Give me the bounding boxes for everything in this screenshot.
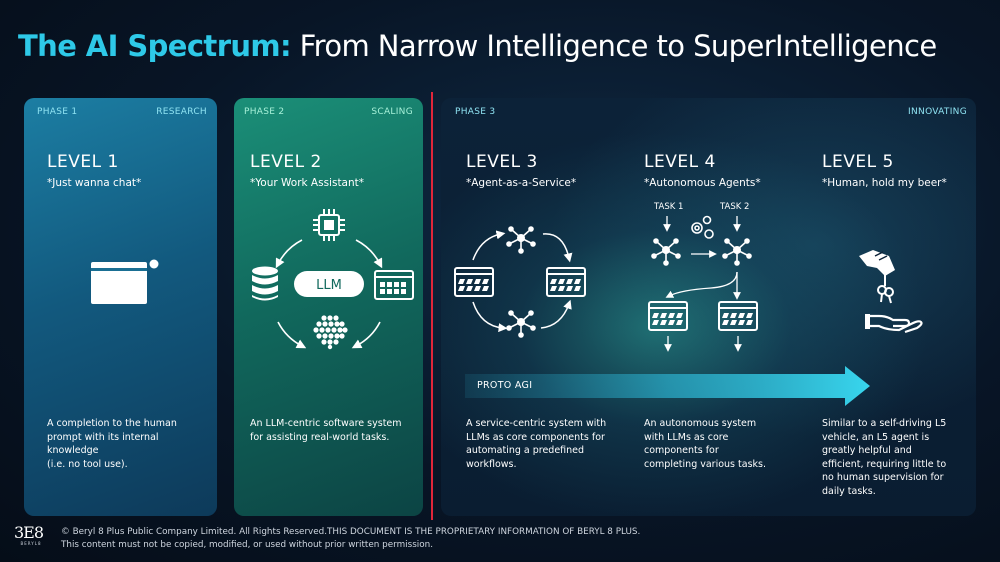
- level-4-desc-line: components for: [644, 445, 719, 456]
- level-3-desc-line: A service-centric system with: [466, 418, 607, 429]
- chat-window-icon: [91, 259, 159, 304]
- app-window-icon: [546, 267, 586, 297]
- logo-mark: 3E8: [14, 523, 44, 542]
- level-2-desc-line: for assisting real-world tasks.: [250, 431, 390, 443]
- level-2-title: LEVEL 2: [250, 152, 322, 172]
- level-1-desc-line: A completion to the human: [47, 418, 177, 429]
- proto-agi-arrow: [465, 366, 870, 406]
- level-3-description: A service-centric system with LLMs as co…: [466, 417, 606, 471]
- level-5-desc-line: efficient, requiring little to: [822, 458, 947, 470]
- copyright-line: © Beryl 8 Plus Public Company Limited. A…: [61, 527, 641, 537]
- copyright-notice: © Beryl 8 Plus Public Company Limited. A…: [61, 526, 640, 552]
- level-1-desc-line: (i.e. no tool use).: [47, 458, 128, 470]
- level-3-desc-line: automating a predefined: [466, 445, 585, 456]
- network-node-icon: [650, 237, 682, 267]
- level-3-diagram: [454, 225, 586, 339]
- level-5-desc-line: no human supervision for: [822, 472, 944, 483]
- level-4-diagram: [648, 215, 758, 352]
- task-1-label: TASK 1: [654, 202, 684, 212]
- level-5-title: LEVEL 5: [822, 152, 894, 172]
- open-hand-icon: [865, 314, 923, 334]
- phase-3-tag: INNOVATING: [908, 107, 967, 117]
- level-2-description: An LLM-centric software system for assis…: [250, 417, 402, 444]
- phase-2-tag: SCALING: [371, 107, 413, 117]
- level-4-subtitle: *Autonomous Agents*: [644, 177, 761, 189]
- level-4-desc-line: completing various tasks.: [644, 458, 766, 470]
- level-1-title: LEVEL 1: [47, 152, 119, 172]
- level-3-desc-line: workflows.: [466, 458, 517, 470]
- level-2-subtitle: *Your Work Assistant*: [250, 177, 365, 189]
- phase-divider: [431, 92, 433, 520]
- level-2-desc-line: An LLM-centric software system: [250, 418, 402, 429]
- app-window-icon: [454, 267, 494, 297]
- level-3-desc-line: LLMs as core components for: [466, 431, 605, 443]
- phase-3-label: PHASE 3: [455, 107, 496, 117]
- company-logo: 3E8 BERYL8: [14, 524, 48, 550]
- level-1-desc-line: prompt with its internal: [47, 431, 159, 443]
- page-title: The AI Spectrum: From Narrow Intelligenc…: [18, 26, 937, 66]
- phase-1-panel: PHASE 1 RESEARCH LEVEL 1 *Just wanna cha…: [24, 98, 217, 516]
- app-window-icon: [718, 301, 758, 331]
- task-2-label: TASK 2: [720, 202, 750, 212]
- level-5-desc-line: greatly helpful and: [822, 445, 912, 456]
- cycle-arrows: [275, 239, 383, 349]
- network-node-icon: [505, 309, 537, 339]
- level-1-subtitle: *Just wanna chat*: [47, 177, 142, 189]
- level-5-desc-line: vehicle, an L5 agent is: [822, 431, 930, 443]
- llm-label: LLM: [316, 278, 342, 293]
- gears-icon: [691, 215, 714, 239]
- phase-2-panel: PHASE 2 SCALING LEVEL 2 *Your Work Assis…: [234, 98, 423, 516]
- copyright-line: This content must not be copied, modifie…: [61, 540, 433, 550]
- network-node-icon: [721, 237, 753, 267]
- level-1-desc-line: knowledge: [47, 445, 99, 456]
- title-rest: From Narrow Intelligence to SuperIntelli…: [291, 29, 938, 63]
- proto-agi-label: PROTO AGI: [477, 380, 533, 391]
- app-window-icon: [648, 301, 688, 331]
- chip-icon: [313, 209, 345, 241]
- level-3-title: LEVEL 3: [466, 152, 538, 172]
- phase-2-label: PHASE 2: [244, 107, 285, 117]
- phase-1-label: PHASE 1: [37, 107, 78, 117]
- phase-3-panel: PHASE 3 INNOVATING LEVEL 3 *Agent-as-a-S…: [441, 98, 976, 516]
- network-node-icon: [505, 225, 537, 255]
- robot-hand-keys-icon: [859, 250, 895, 304]
- level-4-desc-line: An autonomous system: [644, 418, 757, 429]
- level-4-title: LEVEL 4: [644, 152, 716, 172]
- llm-pill: LLM: [294, 271, 364, 297]
- title-accent: The AI Spectrum:: [18, 29, 292, 63]
- logo-sub: BERYL8: [20, 541, 42, 546]
- level-3-subtitle: *Agent-as-a-Service*: [466, 177, 577, 189]
- database-icon: [252, 266, 278, 301]
- level-5-desc-line: daily tasks.: [822, 485, 876, 497]
- level-1-description: A completion to the human prompt with it…: [47, 417, 177, 471]
- phase-1-tag: RESEARCH: [156, 107, 207, 117]
- level-5-desc-line: Similar to a self-driving L5: [822, 418, 947, 429]
- level-4-description: An autonomous system with LLMs as core c…: [644, 417, 766, 471]
- app-window-icon: [374, 270, 414, 300]
- level-5-subtitle: *Human, hold my beer*: [822, 177, 947, 189]
- level-5-description: Similar to a self-driving L5 vehicle, an…: [822, 417, 946, 498]
- level-4-desc-line: with LLMs as core: [644, 431, 729, 443]
- neural-net-icon: [313, 315, 348, 350]
